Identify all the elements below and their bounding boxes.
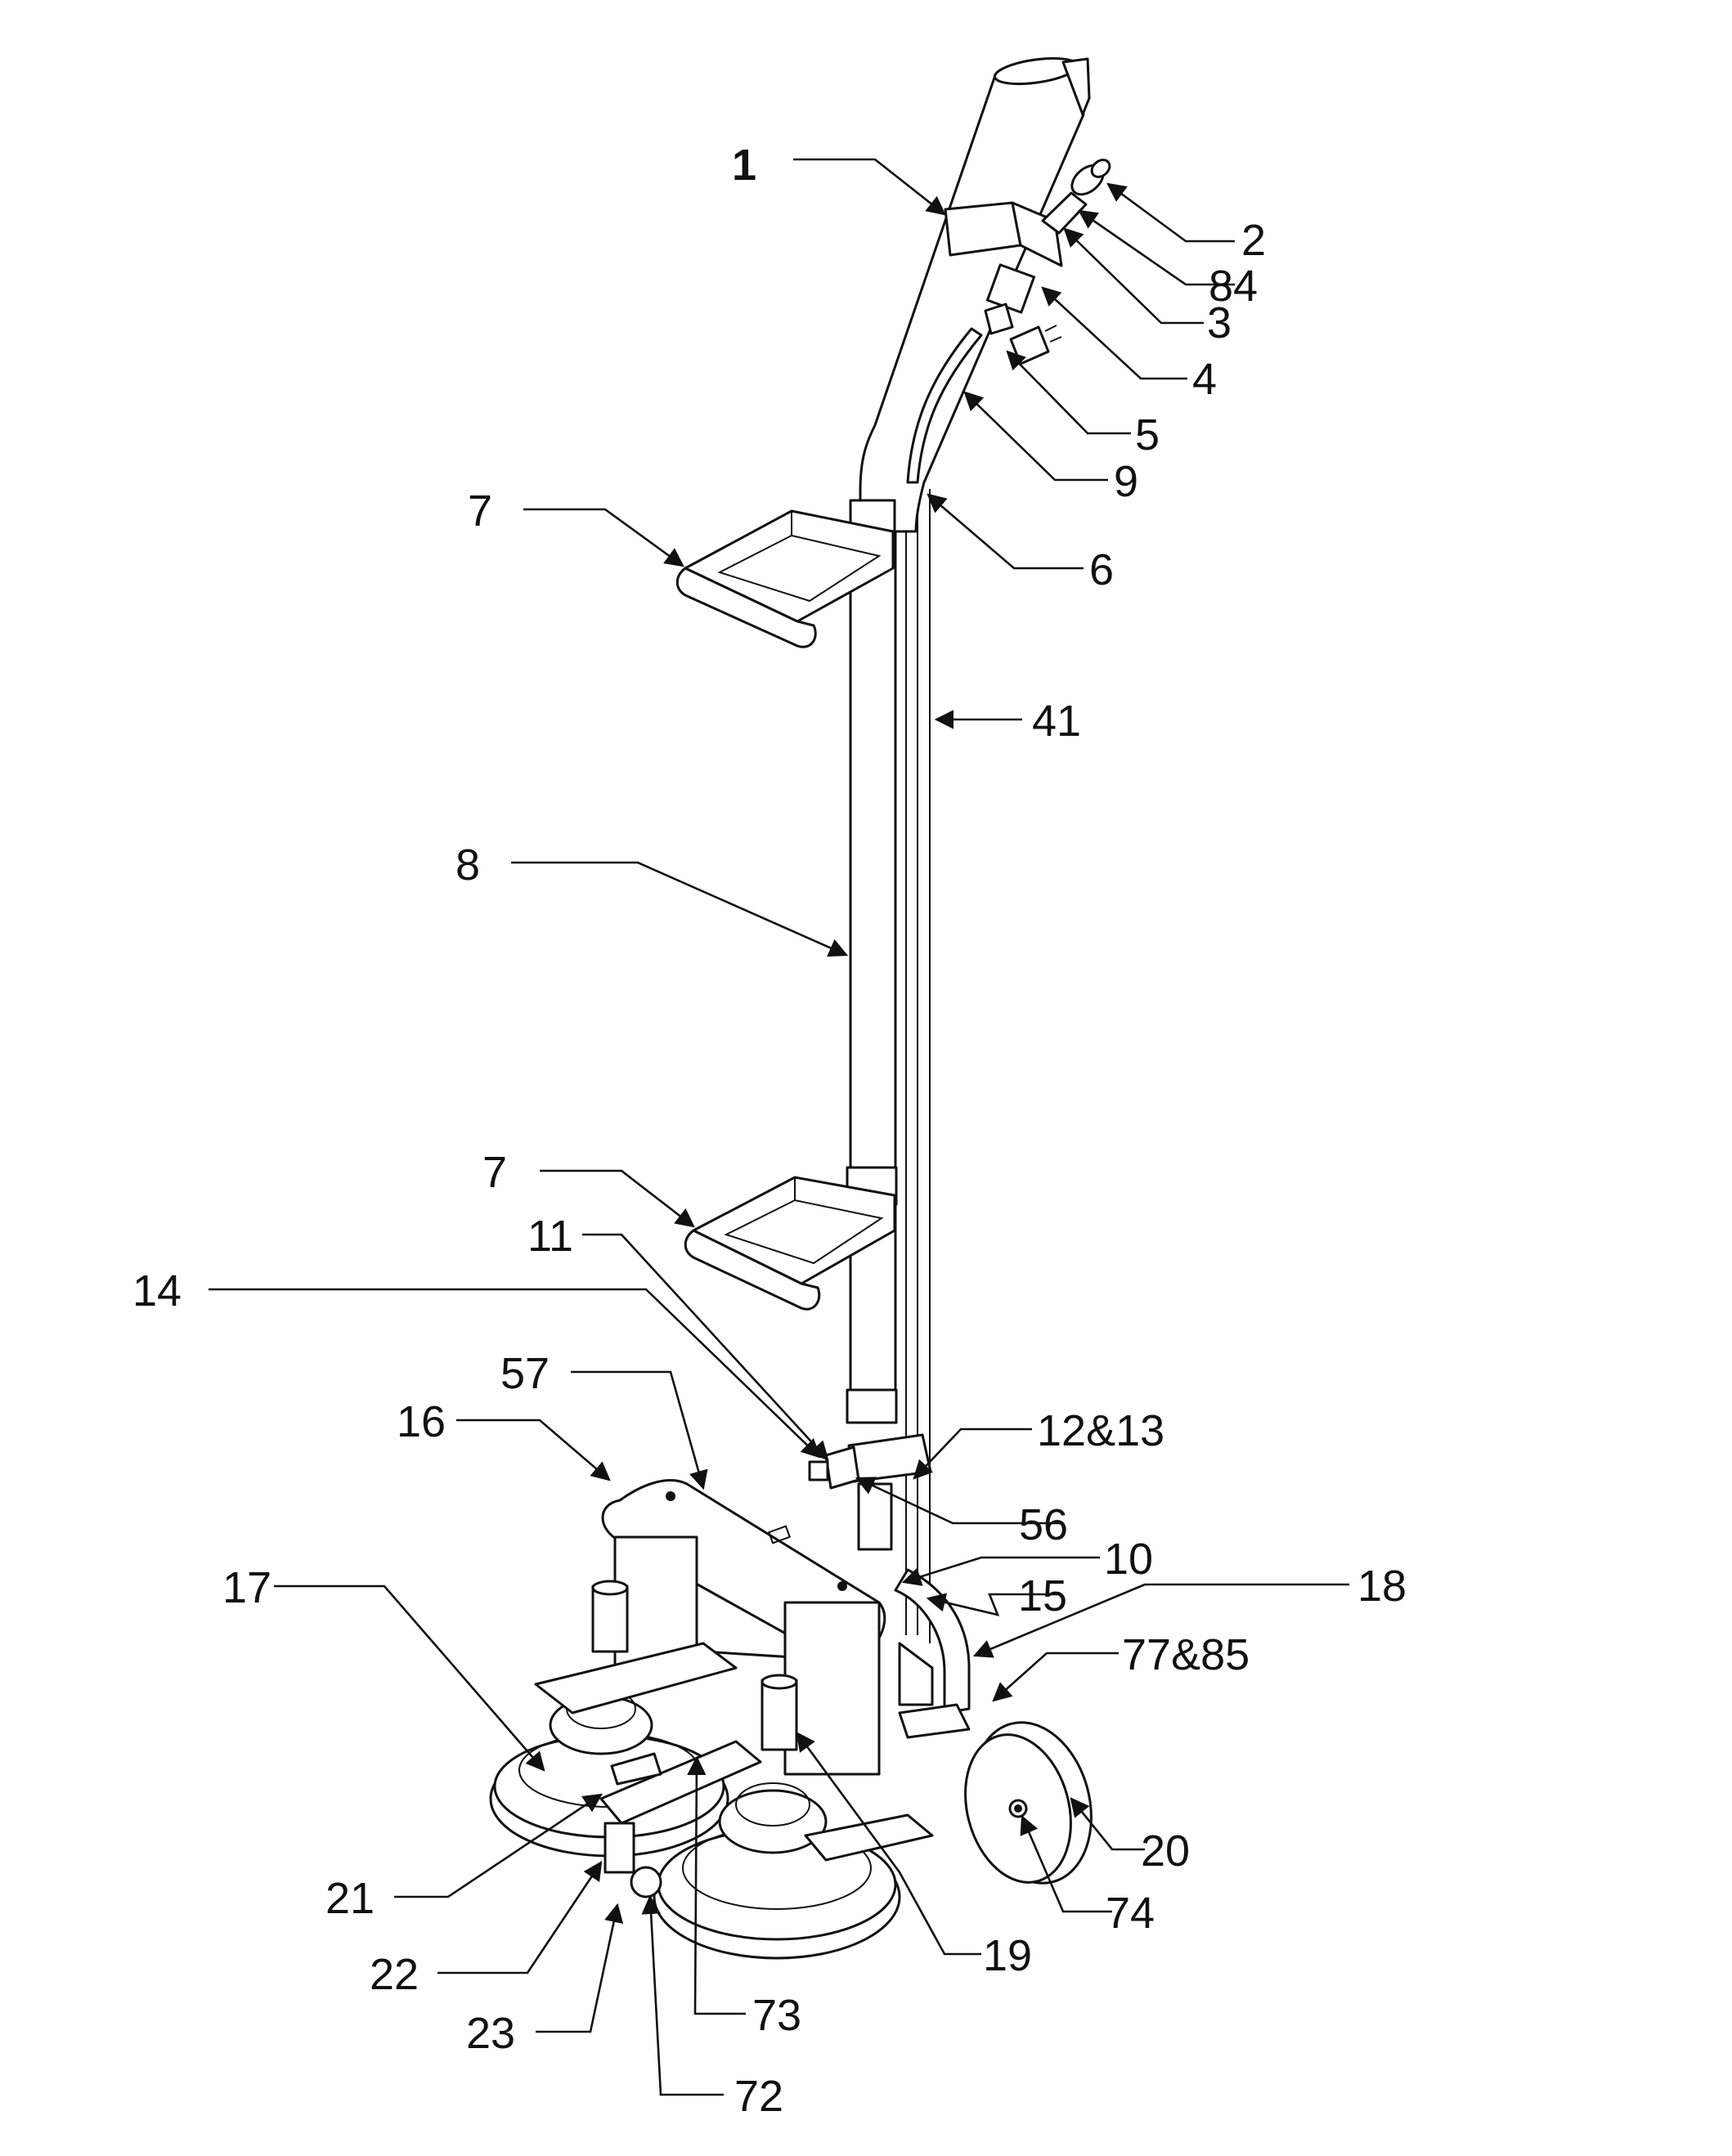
upper-tray [675,509,895,648]
rear-frame [894,1568,971,1714]
leader-15 [926,1593,1059,1616]
leader-6 [927,493,1084,570]
leader-18 [972,1583,1349,1658]
machine-drawing [489,56,1111,1960]
callout-56: 56 [1019,1500,1068,1549]
callout-12-13: 12&13 [1037,1406,1164,1455]
leader-57 [571,1370,708,1490]
callout-9: 9 [1114,457,1138,506]
lower-tray [684,1176,896,1311]
callout-74: 74 [1106,1889,1155,1938]
lower-clamp [808,1433,932,1551]
leader-21 [394,1793,603,1898]
callout-73: 73 [752,1991,801,2040]
handle-tube [849,56,1091,537]
rear-wheel [898,1703,1093,1885]
leader-14 [209,1288,821,1459]
callout-19: 19 [983,1931,1032,1980]
leader-5 [1006,350,1131,435]
callout-20: 20 [1141,1827,1190,1876]
callout-14: 14 [132,1266,182,1316]
callout-7-lower: 7 [482,1148,507,1197]
callout-21: 21 [325,1874,375,1923]
leader-19 [796,1732,981,1956]
leader-16 [456,1419,611,1481]
leader-84 [1078,209,1235,286]
callout-11: 11 [527,1212,573,1261]
callout-5: 5 [1135,410,1160,459]
leader-73 [687,1755,746,2015]
callout-84: 84 [1209,262,1258,311]
motor-housing [601,1479,886,1776]
callout-8: 8 [455,840,480,890]
leader-11 [582,1233,829,1461]
callout-7-upper: 7 [468,486,492,536]
callout-41: 41 [1032,697,1081,746]
callout-2: 2 [1241,216,1266,265]
leader-74 [1020,1814,1112,1913]
callout-16: 16 [397,1397,446,1446]
leader-22 [437,1861,603,1974]
callout-17: 17 [222,1563,271,1612]
callout-1: 1 [732,141,756,190]
callout-4: 4 [1192,355,1217,404]
callout-57: 57 [500,1349,550,1398]
callout-3: 3 [1207,298,1232,347]
leader-9 [963,391,1108,482]
callout-labels: 1 2 84 3 4 5 9 6 7 41 8 7 11 14 57 12&13… [132,141,1407,2121]
leader-2 [1106,182,1235,243]
callout-10: 10 [1104,1535,1153,1584]
leader-17 [274,1585,545,1772]
leader-56 [855,1477,1063,1525]
leader-12-13 [913,1428,1032,1480]
leader-4 [1041,286,1187,380]
leader-1 [793,158,946,216]
callout-23: 23 [466,2009,515,2058]
callout-72: 72 [734,2072,783,2121]
leader-3 [1063,227,1204,325]
leader-20 [1070,1797,1145,1851]
callout-6: 6 [1089,545,1114,594]
leader-7a [523,508,684,567]
main-pole [846,530,898,1424]
right-pad-assembly [653,1674,934,1960]
leader-23 [536,1903,624,2033]
leader-77-85 [992,1652,1119,1702]
callout-22: 22 [370,1950,419,1999]
callout-18: 18 [1357,1562,1407,1611]
callout-77-85: 77&85 [1122,1630,1250,1679]
callout-15: 15 [1018,1571,1067,1620]
leader-8 [511,861,849,957]
leader-10 [901,1556,1100,1586]
leader-7b [540,1169,695,1228]
leader-72 [641,1894,724,2096]
leader-lines [209,158,1349,2096]
